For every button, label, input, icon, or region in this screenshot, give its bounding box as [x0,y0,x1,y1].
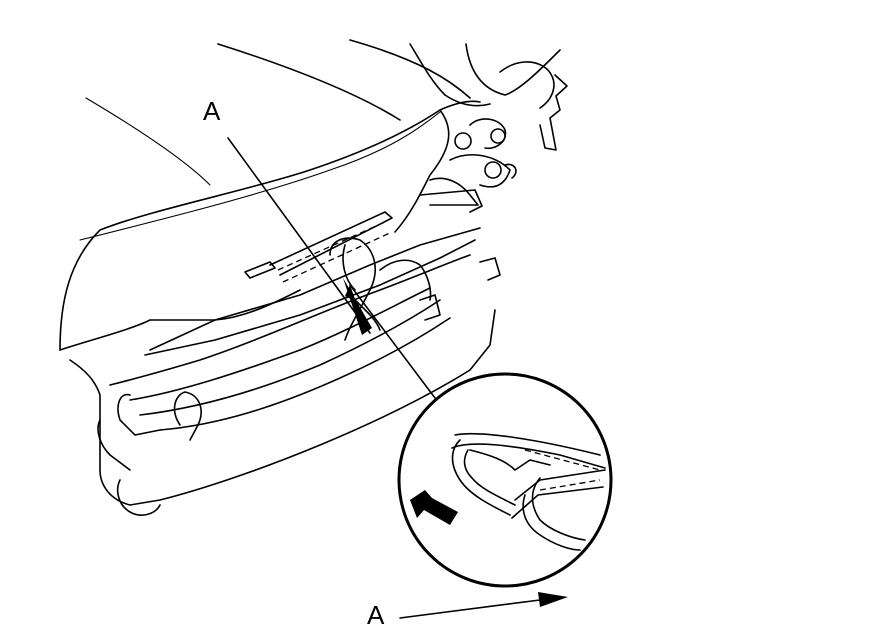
section-label-top: A [203,96,221,126]
seat-cushion [59,39,481,351]
detail-view-circle [397,372,613,588]
trim-clip [244,211,432,341]
view-arrow-a [399,592,568,619]
seat-frame [69,227,501,516]
section-label-bottom: A [367,600,385,630]
section-line-a [227,137,436,399]
seat-back-hinge [409,43,568,213]
